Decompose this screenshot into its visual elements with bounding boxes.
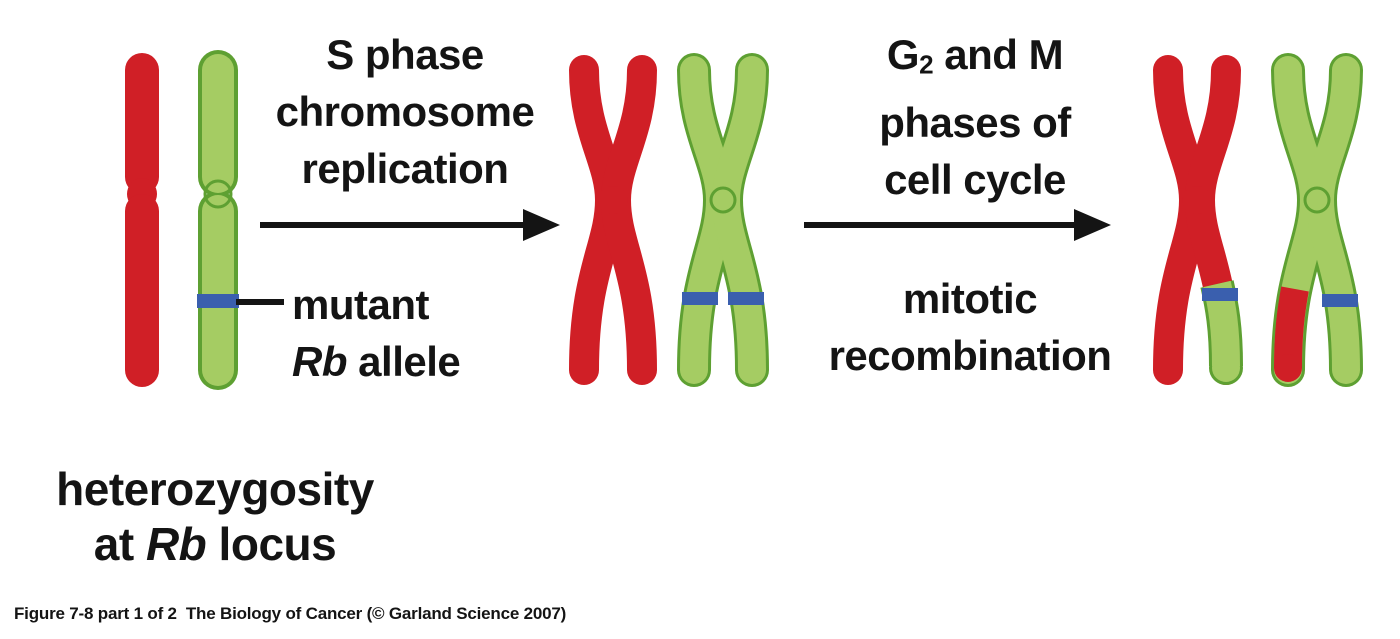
label-mitotic-recombination: mitotic recombination <box>785 270 1155 384</box>
label-line: phases of <box>879 98 1071 146</box>
recombined-red-tip <box>1274 354 1302 382</box>
centromere <box>203 179 233 209</box>
g2-rest: and M <box>933 31 1064 78</box>
mutant-allele-pointer-line <box>236 299 284 305</box>
red-right-chromatid <box>600 55 657 385</box>
g2-subscript: 2 <box>919 49 934 80</box>
chromosome-green-single <box>197 50 239 390</box>
label-line: at Rb locus <box>15 517 415 572</box>
centromere <box>1182 186 1212 214</box>
label-line: mitotic <box>902 275 1038 322</box>
label-line: S phase <box>326 31 484 78</box>
rb-allele-band <box>1322 294 1358 307</box>
chromosome-red-single <box>125 53 159 387</box>
label-s-phase-replication: S phase chromosome replication <box>240 26 570 197</box>
label-g2-m-phases: G2 and M phases of cell cycle <box>825 26 1125 208</box>
label-heterozygosity: heterozygosity at Rb locus <box>15 462 415 572</box>
arrow-mitotic-recombination <box>804 209 1111 241</box>
arrow-head-icon <box>523 209 560 241</box>
rb-allele-band <box>682 292 718 305</box>
label-line: Rb allele <box>292 333 572 390</box>
at-text: at <box>93 518 146 570</box>
arrow-head-icon <box>1074 209 1111 241</box>
rb-allele-band <box>197 294 239 308</box>
allele-text: allele <box>347 338 461 385</box>
label-line: chromosome <box>275 88 535 135</box>
label-line: cell cycle <box>884 155 1066 203</box>
label-line: mutant <box>292 281 430 328</box>
g2-text: G <box>886 31 920 78</box>
chromosome-red-recombinant <box>1153 55 1243 385</box>
label-line: recombination <box>828 332 1112 379</box>
arrow-s-phase-replication <box>260 209 560 241</box>
label-line: heterozygosity <box>56 463 374 515</box>
rb-allele-band <box>728 292 764 305</box>
centromere <box>1303 186 1331 214</box>
rb-gene-name: Rb <box>145 518 207 570</box>
chromosome-green-replicated <box>677 53 769 387</box>
label-mutant-rb-allele: mutant Rb allele <box>292 276 572 390</box>
label-line: replication <box>301 145 509 192</box>
rb-allele-band <box>1202 288 1238 301</box>
chromosome-green-recombinant <box>1271 53 1363 387</box>
centromere <box>598 186 628 214</box>
centromere <box>709 186 737 214</box>
label-line: G2 and M <box>825 26 1125 94</box>
recombined-green-tip <box>1212 354 1240 382</box>
rb-gene-name: Rb <box>292 338 348 385</box>
chromosome-red-replicated <box>569 55 657 385</box>
locus-text: locus <box>206 518 337 570</box>
figure-caption: Figure 7-8 part 1 of 2 The Biology of Ca… <box>14 604 567 623</box>
